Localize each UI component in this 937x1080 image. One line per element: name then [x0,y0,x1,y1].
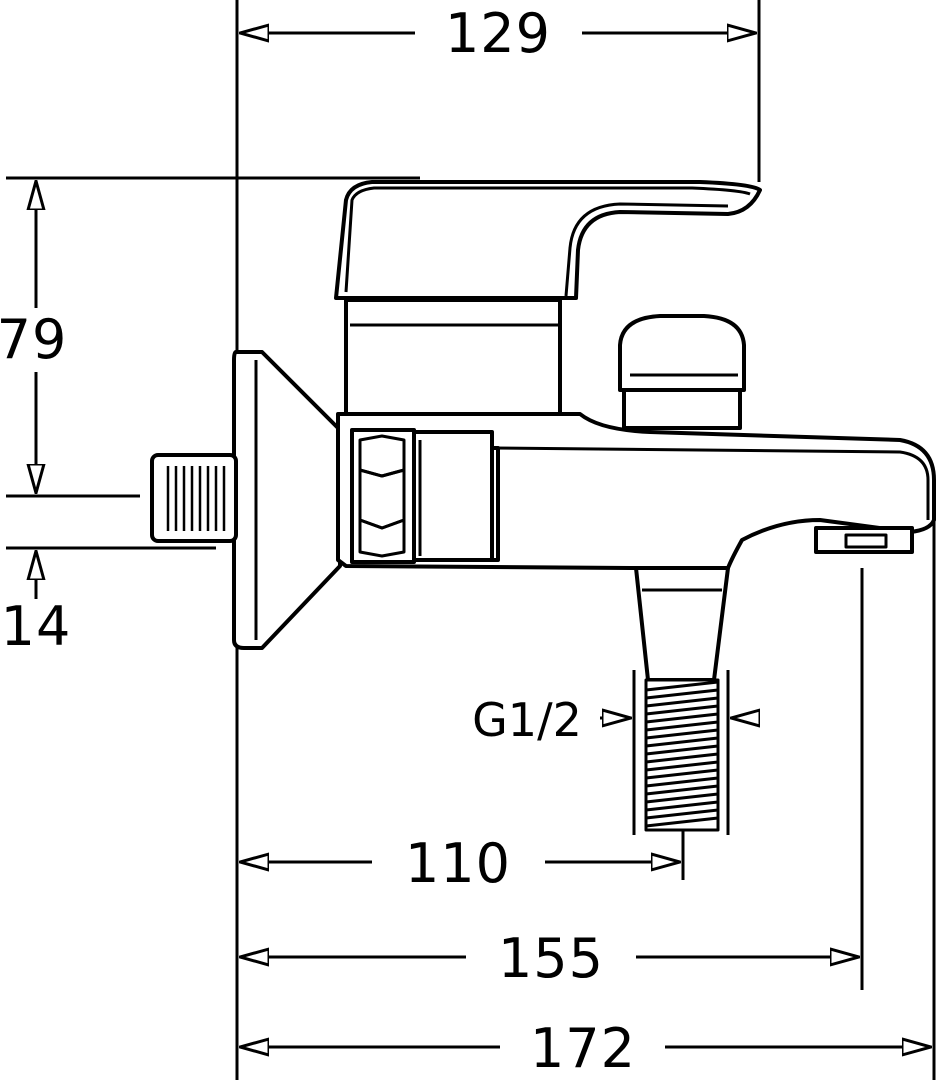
dim-14-label: 14 [1,595,72,658]
lever-handle [334,180,762,300]
dim-172: 172 [240,1017,931,1080]
dim-155: 155 [240,927,859,990]
dim-79: 79 [0,181,67,493]
thread-connector [644,678,720,832]
dim-129-label: 129 [445,2,551,65]
dim-172-label: 172 [530,1017,636,1080]
diverter-knob [618,314,746,392]
faucet-body [150,180,936,832]
dim-129: 129 [240,2,756,65]
cartridge-housing [344,298,562,420]
dim-79-label: 79 [0,308,67,371]
hose-outlet [634,566,730,682]
dim-14: 14 [1,551,72,658]
dim-thread: G1/2 [472,693,760,747]
dim-110: 110 [240,832,680,895]
dim-155-label: 155 [498,927,604,990]
thread-label: G1/2 [472,693,582,747]
dim-110-label: 110 [405,832,511,895]
wall-flange [232,350,342,650]
